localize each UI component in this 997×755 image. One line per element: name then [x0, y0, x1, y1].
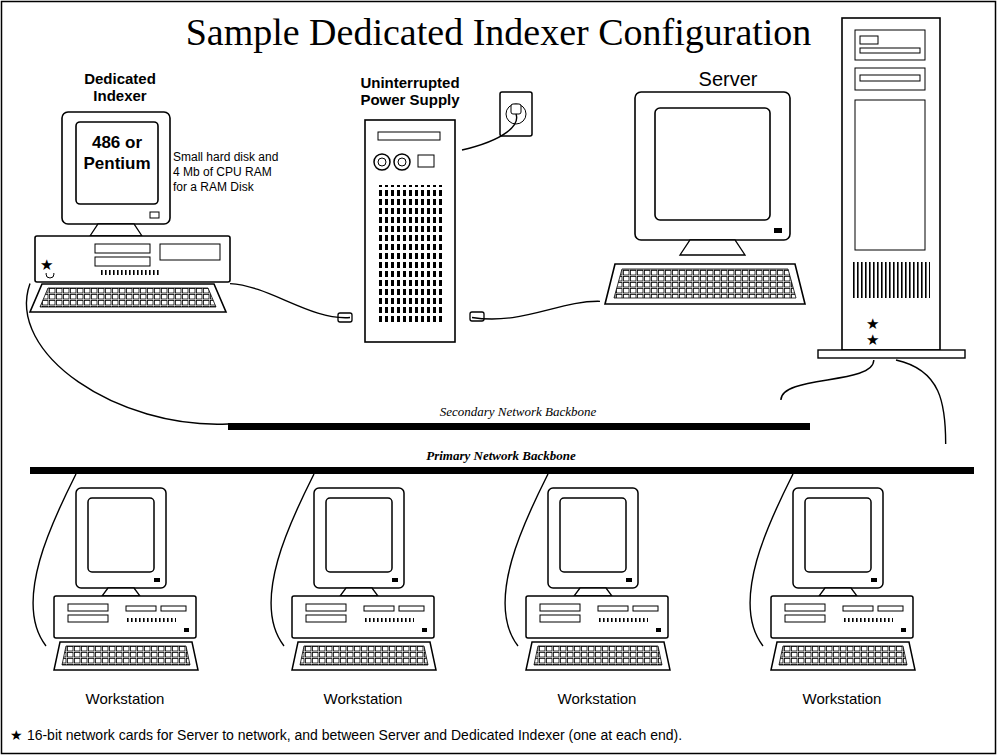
network-card-star: ★ [39, 257, 54, 273]
node-label: Uninterrupted Power Supply [350, 74, 470, 108]
node-label: Primary Network Backbone [30, 448, 972, 463]
network-cable [271, 474, 314, 646]
node-label: Workstation [763, 690, 921, 708]
network-card-star: ★ [865, 316, 880, 332]
screen-text: 486 or Pentium [76, 132, 158, 174]
server-computer: Server [600, 15, 970, 360]
network-backbone: Primary Network Backbone [30, 444, 974, 474]
workstation-computer: Workstation [518, 478, 678, 718]
network-cable [26, 284, 228, 425]
workstation-computer: Workstation [763, 478, 923, 718]
network-cable [33, 474, 76, 646]
node-label: Dedicated Indexer [70, 70, 170, 104]
hardware-note: Small hard disk and 4 Mb of CPU RAM for … [173, 150, 285, 195]
node-label: Server [688, 67, 768, 91]
network-cable [750, 474, 793, 646]
network-cable [230, 284, 350, 318]
footnote-caption: ★ 16-bit network cards for Server to net… [10, 726, 990, 744]
network-cable [896, 360, 946, 444]
node-label: Workstation [518, 690, 676, 708]
node-label: Workstation [46, 690, 204, 708]
network-cable [472, 301, 600, 319]
network-cable [781, 360, 874, 400]
network-cable [505, 474, 548, 646]
network-card-star: ★ [865, 332, 880, 348]
diagram-title: Sample Dedicated Indexer Configuration [0, 10, 997, 54]
network-backbone: Secondary Network Backbone [228, 400, 810, 430]
node-label: Secondary Network Backbone [228, 404, 808, 419]
node-label: Workstation [284, 690, 442, 708]
workstation-computer: Workstation [284, 478, 444, 718]
workstation-computer: Workstation [46, 478, 206, 718]
power-supply-unit: Uninterrupted Power Supply [350, 70, 472, 345]
